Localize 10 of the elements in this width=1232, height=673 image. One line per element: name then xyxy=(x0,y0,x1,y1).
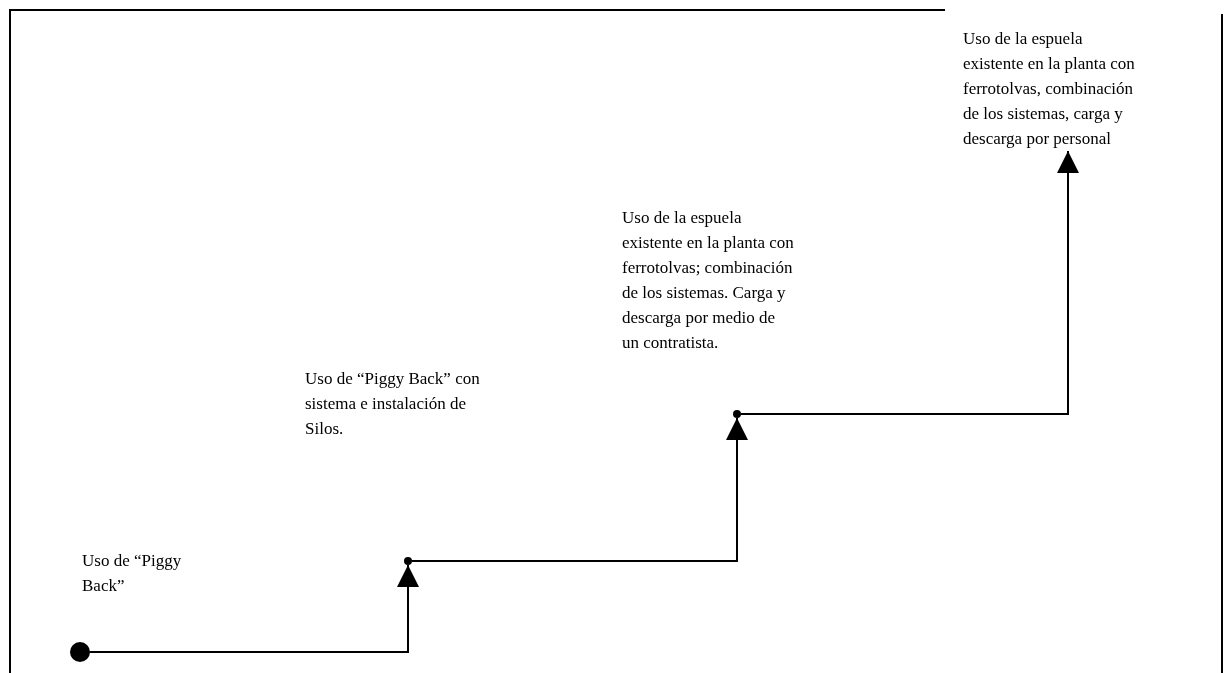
step-description: Uso de la espuela existente en la planta con ferrotolvas, combinación de los sistemas, carga y descarga por personal xyxy=(963,28,1135,150)
dot xyxy=(404,557,412,565)
arrow xyxy=(411,417,748,562)
arrow xyxy=(89,564,419,653)
step-description: Uso de la espuela existente en la planta con ferrotolvas; combinación de los sistemas. Carga y descarga por medio de un contratista. xyxy=(622,207,794,354)
step-description: Uso de “Piggy Back” con sistema e instalación de Silos. xyxy=(305,368,481,440)
dot xyxy=(70,642,90,662)
dot xyxy=(733,410,741,418)
step-description: Uso de “Piggy Back” xyxy=(82,550,183,597)
arrow xyxy=(740,150,1079,415)
